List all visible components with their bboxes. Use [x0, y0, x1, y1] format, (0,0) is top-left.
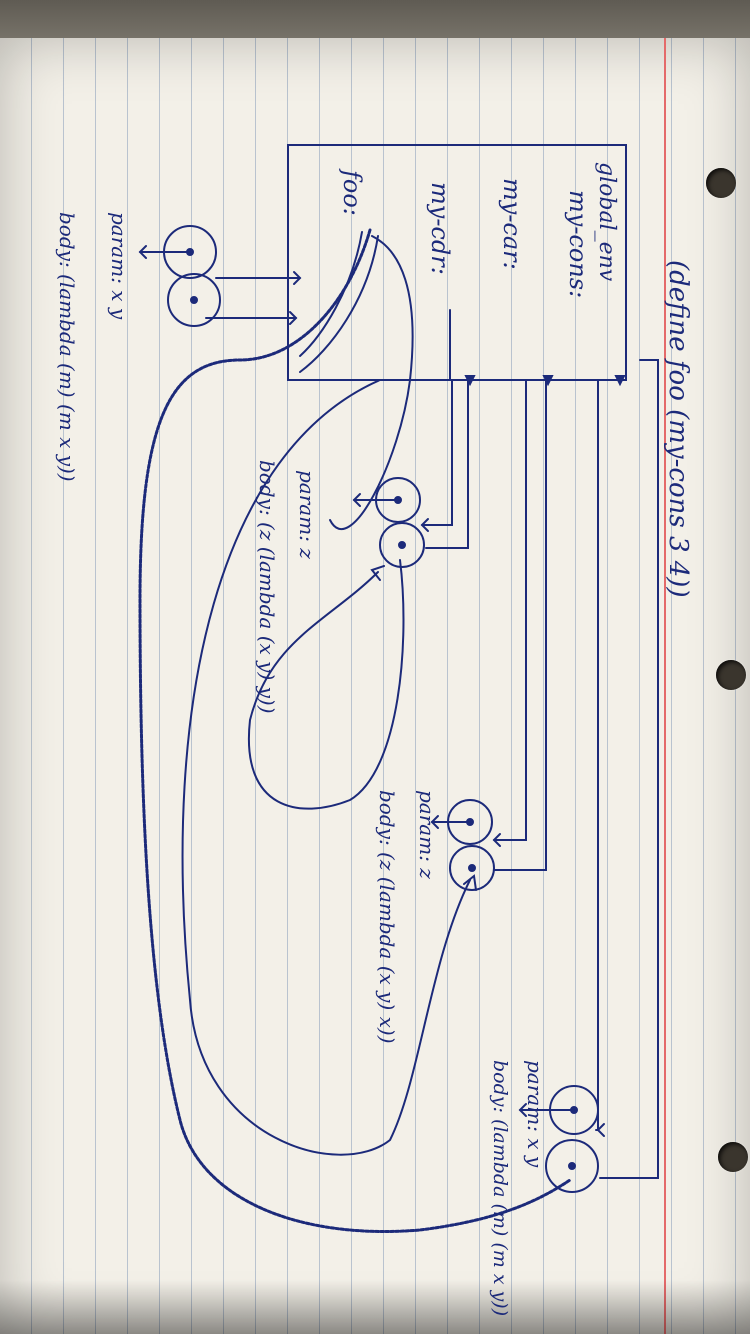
- margin-line: [664, 38, 666, 1334]
- var-my-cdr: my-cdr:: [426, 182, 454, 275]
- closure-body: body: (lambda (m) (m x y)): [489, 1060, 511, 1316]
- closure-body: body: (lambda (m) (m x y)): [55, 212, 79, 482]
- var-my-car: my-car:: [498, 178, 526, 270]
- title-text: (define foo (my-cons 3 4)): [663, 260, 693, 598]
- punch-hole: [718, 1142, 748, 1172]
- var-my-cons: my-cons:: [564, 190, 592, 298]
- closure-circle: [167, 273, 221, 327]
- punch-hole: [716, 660, 746, 690]
- var-foo: foo:: [338, 168, 366, 216]
- frame-label: global_env: [594, 162, 619, 282]
- global-env-frame: [287, 144, 627, 381]
- closure-param: param: x y: [523, 1060, 547, 1168]
- closure-circle: [545, 1139, 599, 1193]
- punch-hole: [706, 168, 736, 198]
- closure-param: param: x y: [107, 212, 131, 320]
- closure-circle: [449, 845, 495, 891]
- closure-body: body: (z (lambda (x y) x)): [375, 790, 399, 1044]
- closure-param: param: z: [415, 790, 439, 879]
- closure-body: body: (z (lambda (x y) y)): [255, 460, 279, 714]
- closure-circle: [379, 522, 425, 568]
- shadow: [0, 1280, 750, 1334]
- closure-param: param: z: [295, 470, 319, 559]
